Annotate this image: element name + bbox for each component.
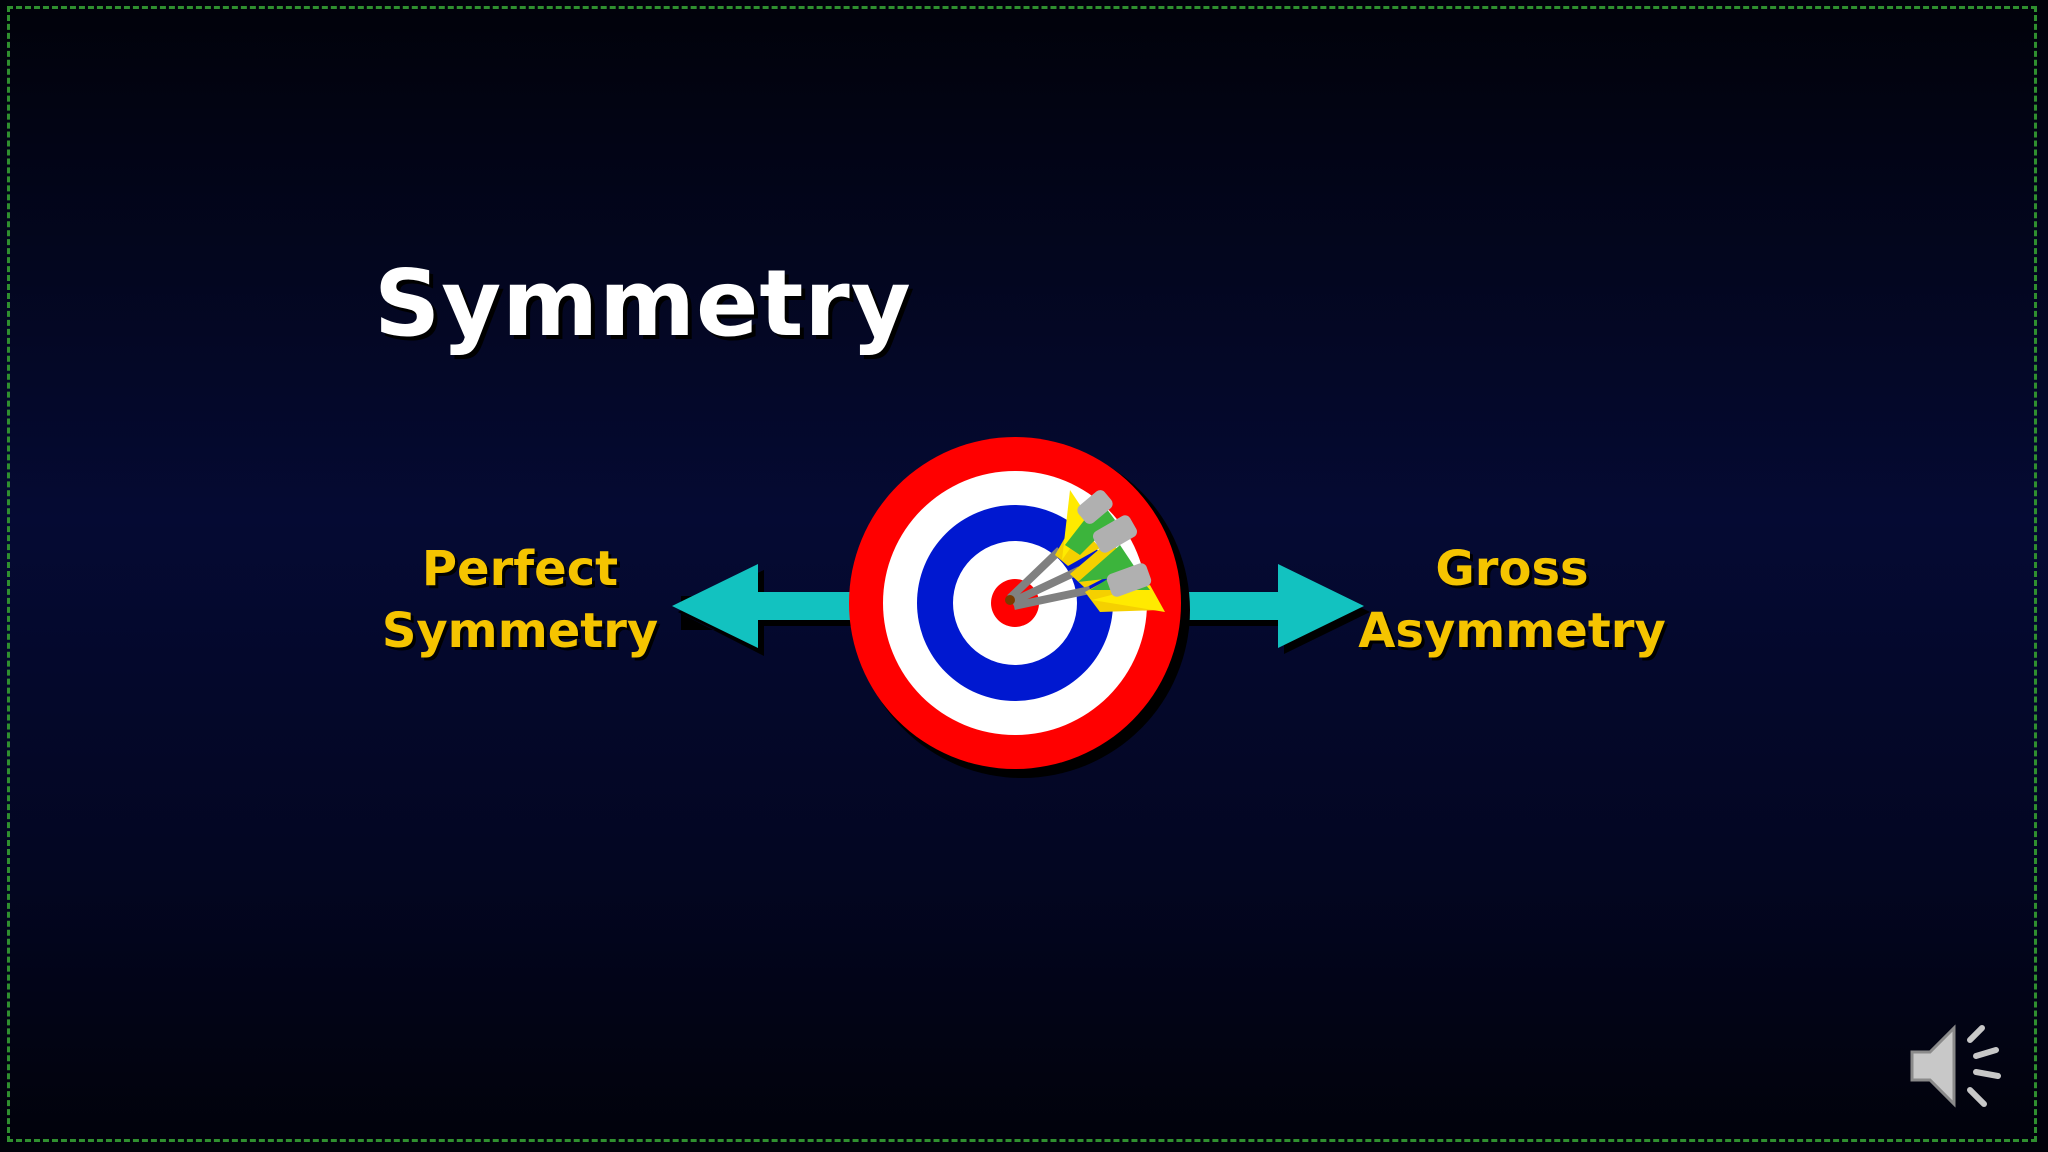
arrow-right-icon bbox=[1180, 564, 1370, 654]
label-left-line1: Perfect bbox=[421, 541, 619, 597]
label-gross-asymmetry: Gross Asymmetry bbox=[1342, 538, 1682, 662]
slide-frame bbox=[7, 6, 2037, 1142]
speaker-audio-icon[interactable] bbox=[1904, 1010, 2016, 1122]
slide-title: Symmetry bbox=[374, 250, 912, 357]
label-perfect-symmetry: Perfect Symmetry bbox=[370, 538, 670, 662]
label-right-line2: Asymmetry bbox=[1358, 603, 1666, 659]
darts-icon bbox=[1005, 490, 1165, 612]
label-left-line2: Symmetry bbox=[381, 603, 659, 659]
label-right-line1: Gross bbox=[1435, 541, 1589, 597]
arrow-left-icon bbox=[672, 564, 866, 656]
